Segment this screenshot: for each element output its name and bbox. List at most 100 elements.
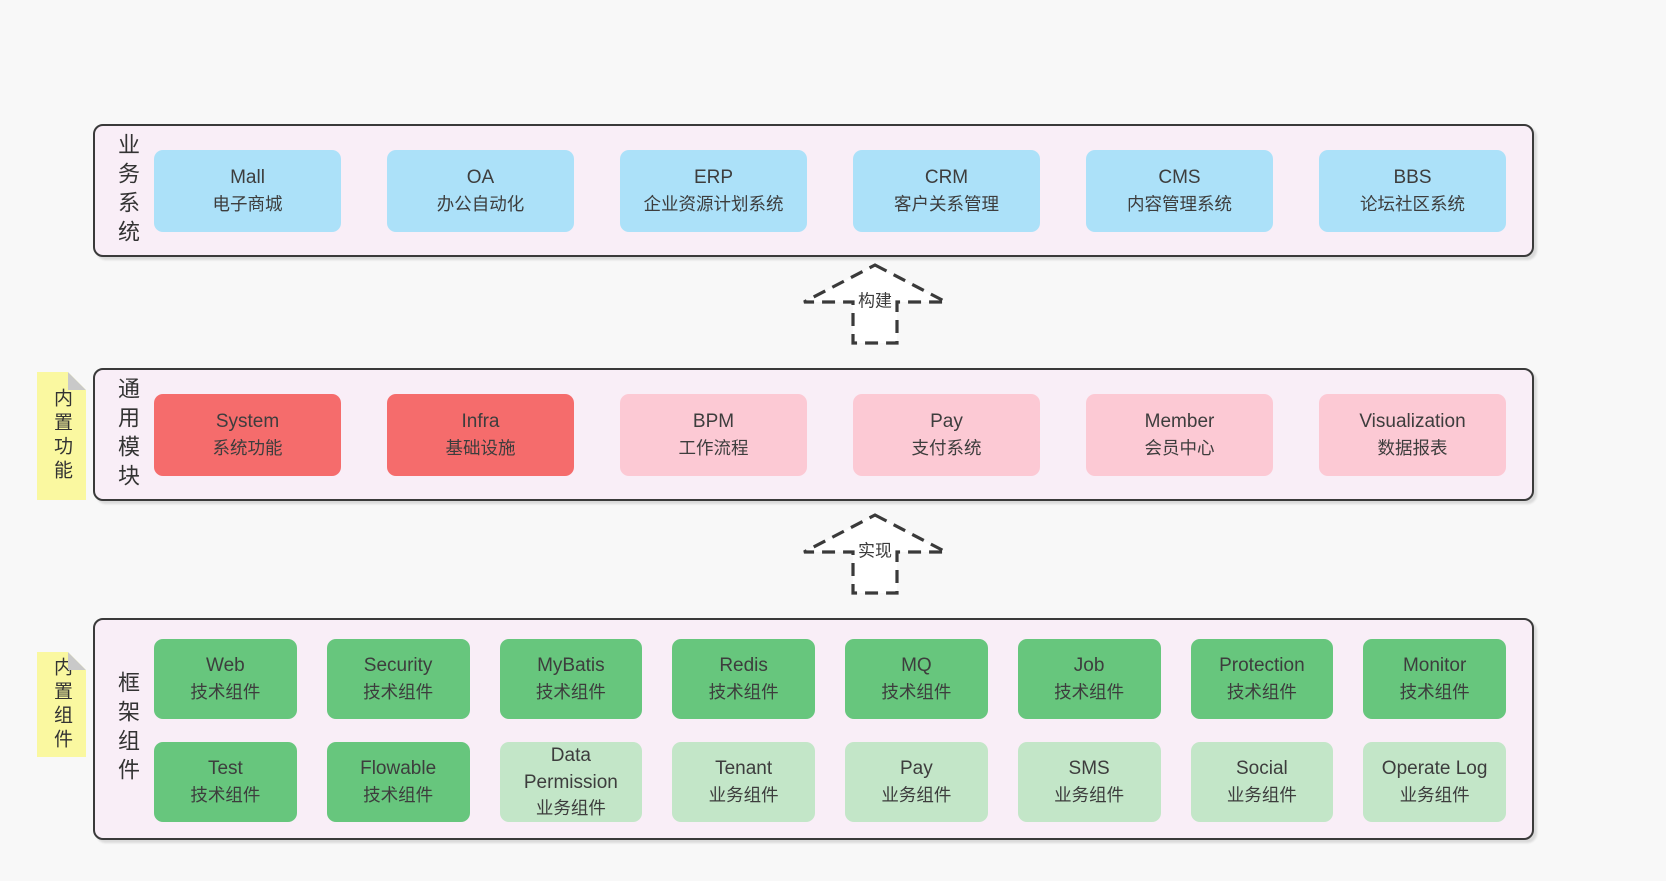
- folded-corner-icon: [68, 372, 86, 390]
- implement-arrow-label: 实现: [855, 535, 895, 563]
- box-title: Data Permission: [523, 745, 618, 793]
- sticky-note-built-in-functions: 内置功能: [37, 372, 86, 500]
- box-flowable: Flowable 技术组件: [326, 742, 470, 822]
- box-title: Tenant: [715, 758, 773, 780]
- box-title: Operate Log: [1381, 758, 1488, 780]
- box-subtitle: 企业资源计划系统: [643, 193, 784, 214]
- sticky-note-text: 内置功能: [51, 388, 72, 484]
- box-subtitle: 业务组件: [1399, 785, 1470, 806]
- box-subtitle: 技术组件: [1226, 682, 1297, 703]
- box-security: Security 技术组件: [326, 639, 470, 719]
- box-subtitle: 业务组件: [881, 785, 952, 806]
- box-subtitle: 技术组件: [363, 785, 434, 806]
- sticky-note-text: 内置组件: [51, 656, 72, 753]
- box-subtitle: 支付系统: [911, 437, 982, 458]
- box-bpm: BPM 工作流程: [620, 393, 807, 476]
- box-system: System 系统功能: [154, 393, 341, 476]
- build-arrow-label: 构建: [855, 285, 895, 313]
- box-subtitle: 技术组件: [363, 682, 434, 703]
- box-subtitle: 技术组件: [190, 785, 261, 806]
- box-social: Social 业务组件: [1190, 742, 1334, 822]
- box-subtitle: 技术组件: [708, 682, 779, 703]
- box-title: ERP: [693, 166, 734, 188]
- box-mq: MQ 技术组件: [845, 639, 988, 719]
- box-subtitle: 业务组件: [708, 785, 779, 806]
- box-title: Infra: [461, 410, 500, 432]
- box-infra: Infra 基础设施: [387, 393, 574, 476]
- box-title: Social: [1236, 758, 1288, 780]
- box-subtitle: 技术组件: [190, 682, 261, 703]
- box-data-permission: Data Permission 业务组件: [499, 742, 643, 822]
- box-subtitle: 技术组件: [881, 682, 952, 703]
- box-pay: Pay 支付系统: [853, 393, 1040, 476]
- box-visualization: Visualization 数据报表: [1319, 393, 1506, 476]
- box-title: Mall: [230, 166, 265, 188]
- box-title: Job: [1073, 655, 1105, 677]
- box-subtitle: 客户关系管理: [894, 193, 999, 214]
- box-sms: SMS 业务组件: [1017, 742, 1161, 822]
- box-operate-log: Operate Log 业务组件: [1363, 742, 1506, 822]
- implement-arrow: 实现: [800, 512, 950, 596]
- sticky-note-built-in-components: 内置组件: [37, 652, 86, 757]
- box-title: System: [215, 410, 280, 432]
- box-title: Redis: [719, 655, 768, 677]
- box-title: Test: [207, 758, 243, 780]
- box-title: Visualization: [1359, 410, 1466, 432]
- layer-common-modules: 通用模块 System 系统功能 Infra 基础设施 BPM 工作流程 Pay 支付系统 Me…: [93, 368, 1534, 501]
- box-subtitle: 系统功能: [212, 437, 283, 458]
- box-subtitle: 业务组件: [1054, 785, 1125, 806]
- layer-label-common-modules: 通用模块: [115, 376, 140, 493]
- box-title: Monitor: [1402, 655, 1467, 677]
- box-subtitle: 基础设施: [445, 437, 516, 458]
- box-bbs: BBS 论坛社区系统: [1319, 149, 1506, 232]
- box-tenant: Tenant 业务组件: [672, 742, 815, 822]
- box-subtitle: 业务组件: [535, 798, 606, 819]
- box-web: Web 技术组件: [154, 639, 297, 719]
- box-title: SMS: [1068, 758, 1110, 780]
- box-subtitle: 工作流程: [678, 437, 749, 458]
- box-subtitle: 业务组件: [1226, 785, 1297, 806]
- box-subtitle: 电子商城: [212, 193, 283, 214]
- box-subtitle: 技术组件: [1399, 682, 1470, 703]
- box-pay: Pay 业务组件: [845, 742, 988, 822]
- box-test: Test 技术组件: [154, 742, 297, 822]
- box-monitor: Monitor 技术组件: [1363, 639, 1506, 719]
- box-subtitle: 技术组件: [535, 682, 606, 703]
- box-title: Security: [363, 655, 433, 677]
- box-redis: Redis 技术组件: [672, 639, 815, 719]
- box-title: Protection: [1219, 655, 1305, 677]
- box-erp: ERP 企业资源计划系统: [620, 149, 807, 232]
- layer-label-framework-components: 框架组件: [115, 671, 140, 787]
- layer-label-business-systems: 业务系统: [115, 132, 140, 249]
- box-job: Job 技术组件: [1017, 639, 1161, 719]
- box-title: BBS: [1393, 166, 1432, 188]
- box-title: Web: [206, 655, 245, 677]
- box-title: BPM: [692, 410, 735, 432]
- box-mall: Mall 电子商城: [154, 149, 341, 232]
- folded-corner-icon: [68, 652, 86, 670]
- box-title: Flowable: [360, 758, 437, 780]
- box-subtitle: 论坛社区系统: [1360, 193, 1465, 214]
- box-mybatis: MyBatis 技术组件: [499, 639, 643, 719]
- box-title: MyBatis: [537, 655, 605, 677]
- box-subtitle: 数据报表: [1377, 437, 1448, 458]
- box-subtitle: 办公自动化: [436, 193, 525, 214]
- box-subtitle: 技术组件: [1054, 682, 1125, 703]
- build-arrow: 构建: [800, 262, 950, 346]
- box-title: CMS: [1158, 166, 1201, 188]
- box-protection: Protection 技术组件: [1190, 639, 1334, 719]
- box-title: Pay: [930, 410, 963, 432]
- box-title: Pay: [900, 758, 933, 780]
- box-subtitle: 会员中心: [1144, 437, 1215, 458]
- box-title: MQ: [901, 655, 932, 677]
- box-subtitle: 内容管理系统: [1127, 193, 1232, 214]
